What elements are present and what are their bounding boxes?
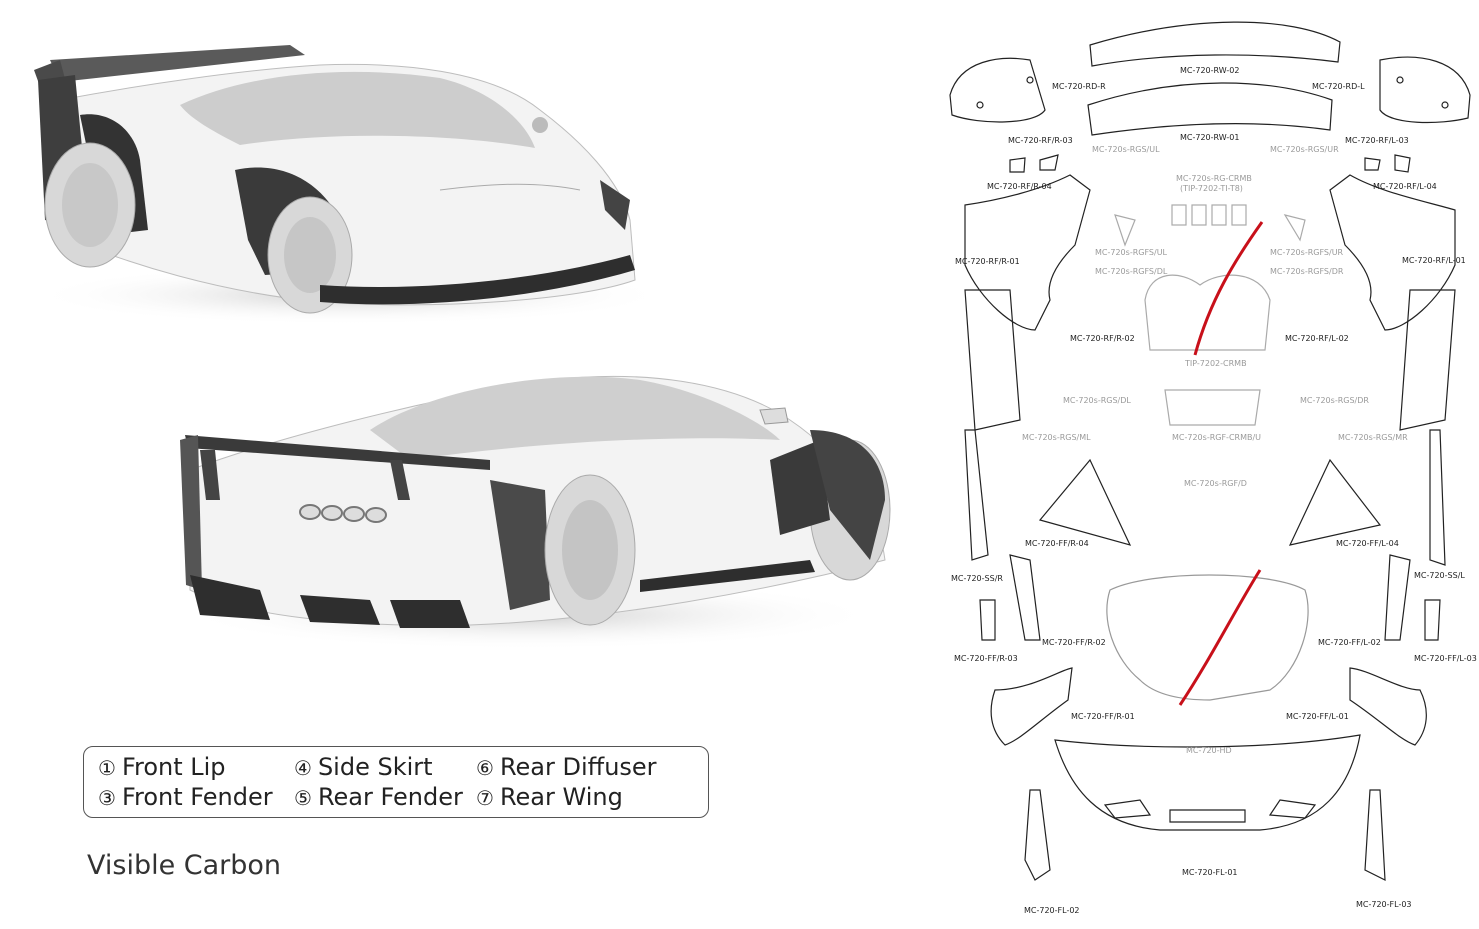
parts-diagram: MC-720-RW-02 MC-720-RD-R MC-720-RD-L MC-… [940,0,1479,929]
legend-label: Side Skirt [317,753,433,781]
part-label: MC-720s-RGS/MR [1338,433,1408,442]
legend-number: ③ [98,786,116,810]
legend-number: ④ [294,756,312,780]
part-label: MC-720-FF/L-03 [1414,654,1477,663]
part-label: MC-720-FF/R-02 [1042,638,1106,647]
part-label: MC-720-FL-02 [1024,906,1080,915]
part-label: MC-720-RD-R [1052,82,1106,91]
part-label: MC-720s-RGF-CRMB/U [1172,433,1262,442]
part-label: MC-720-RD-L [1312,82,1365,91]
part-label: MC-720-FF/L-01 [1286,712,1349,721]
part-label: MC-720-FF/R-01 [1071,712,1135,721]
part-label: MC-720-RF/L-02 [1285,334,1349,343]
part-label: MC-720s-RGS/ML [1022,433,1091,442]
part-label: MC-720-RW-02 [1180,66,1240,75]
car-front-view [30,45,670,325]
legend-label: Rear Diffuser [499,753,657,781]
part-label: MC-720s-RGFS/DR [1270,267,1344,276]
part-label: MC-720-RF/L-01 [1402,256,1466,265]
part-label: MC-720s-RGFS/DL [1095,267,1168,276]
car-rear-view [180,375,891,650]
legend-number: ⑤ [294,786,312,810]
part-label: MC-720s-RGFS/UR [1270,248,1344,257]
part-label: MC-720-RF/R-04 [987,182,1052,191]
legend-label: Front Fender [121,783,273,811]
legend-number: ⑥ [476,756,494,780]
legend-label: Rear Wing [499,783,623,811]
legend-label: Rear Fender [317,783,463,811]
part-label: MC-720s-RG-CRMB [1176,174,1252,183]
part-label: MC-720-RF/R-02 [1070,334,1135,343]
part-label: MC-720-HD [1186,746,1232,755]
part-label: MC-720-RF/R-03 [1008,136,1073,145]
legend-number: ① [98,756,116,780]
parts-drawing [949,21,1471,881]
part-label: MC-720-RF/L-03 [1345,136,1409,145]
part-label: (TIP-7202-TI-T8) [1180,184,1243,193]
part-label: MC-720s-RGS/UR [1270,145,1339,154]
part-label: MC-720-RW-01 [1180,133,1240,142]
caption: Visible Carbon [87,850,282,881]
part-label: MC-720-SS/L [1414,571,1465,580]
part-label: MC-720-FF/L-02 [1318,638,1381,647]
part-label: TIP-7202-CRMB [1185,359,1247,368]
part-label: MC-720-FF/R-04 [1025,539,1089,548]
part-label: MC-720s-RGS/DR [1300,396,1369,405]
legend-number: ⑦ [476,786,494,810]
part-label: MC-720-FL-03 [1356,900,1412,909]
part-label: MC-720s-RGFS/UL [1095,248,1168,257]
part-label: MC-720-SS/R [951,574,1003,583]
part-label: MC-720-RF/L-04 [1373,182,1437,191]
part-label: MC-720s-RGF/D [1184,479,1247,488]
part-label: MC-720-FF/L-04 [1336,539,1399,548]
part-label: MC-720s-RGS/UL [1092,145,1160,154]
part-label: MC-720-FL-01 [1182,868,1238,877]
part-label: MC-720s-RGS/DL [1063,396,1131,405]
part-label: MC-720-FF/R-03 [954,654,1018,663]
part-label: MC-720-RF/R-01 [955,257,1020,266]
legend-label: Front Lip [121,753,226,781]
